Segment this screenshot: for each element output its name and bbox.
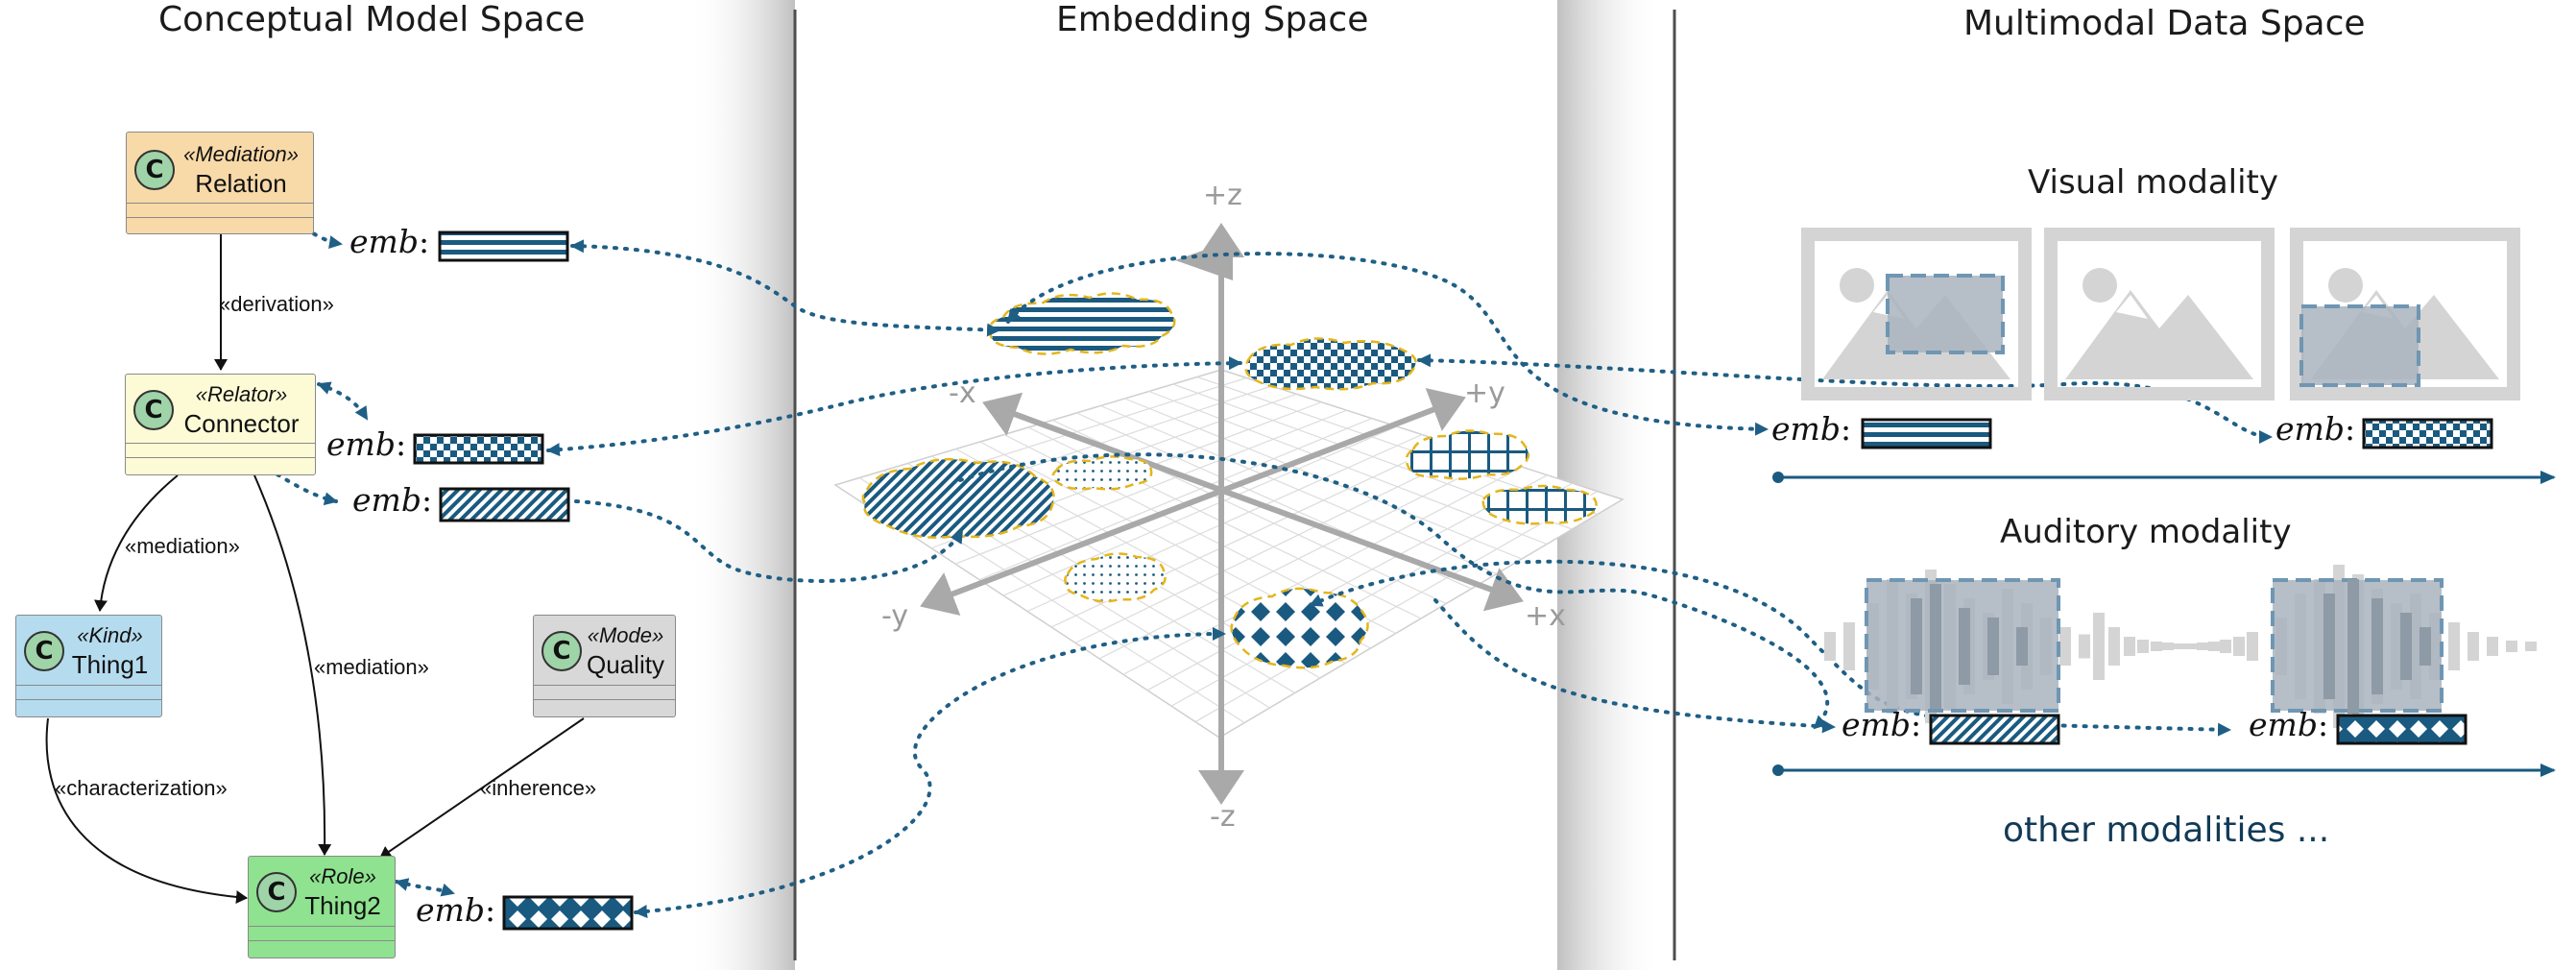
section-title-multimodal: Multimodal Data Space: [1963, 4, 2366, 43]
label-mediation-left: «mediation»: [125, 534, 240, 558]
class-name: Thing1: [71, 650, 149, 679]
modality-other: other modalities ...: [2003, 811, 2330, 850]
class-name: Connector: [183, 409, 300, 438]
visual-media: [1801, 228, 2520, 400]
class-name: Quality: [587, 650, 664, 679]
class-name: Relation: [195, 169, 287, 198]
class-stereotype: «Mediation»: [183, 142, 299, 166]
embedding-links: [257, 216, 2273, 918]
vector-checker-visual: [2362, 418, 2493, 449]
vector-checker-connector: [413, 433, 544, 465]
axis-label-py: +y: [1464, 376, 1505, 410]
cloud-checker: [1244, 337, 1417, 391]
emb-label-audio-2: emb:: [2249, 706, 2329, 743]
vector-diagonal-connector: [439, 487, 570, 522]
class-icon: C: [24, 631, 64, 671]
emb-label-thing2: emb:: [416, 891, 496, 929]
cloud-dots-small: [1051, 455, 1153, 491]
axis-label-nx: -x: [949, 376, 976, 410]
emb-label-audio-1: emb:: [1842, 706, 1922, 743]
class-quality: C «Mode» Quality: [533, 615, 676, 717]
class-icon: C: [542, 631, 582, 671]
class-relation: C «Mediation» Relation: [126, 132, 314, 234]
edge-inherence: [379, 717, 585, 859]
emb-label-connector-2: emb:: [352, 481, 433, 519]
edge-characterization: [45, 717, 248, 905]
embedding-grid: [833, 369, 1625, 739]
embedding-vectors: [413, 230, 2493, 931]
emb-label-relation: emb:: [349, 223, 430, 260]
section-title-conceptual: Conceptual Model Space: [158, 0, 586, 39]
section-title-embedding: Embedding Space: [1056, 0, 1369, 39]
audio-media: [1824, 565, 2537, 728]
axis-label-nz: -z: [1210, 800, 1236, 834]
class-stereotype: «Relator»: [195, 382, 288, 406]
vector-diagonal-audio: [1929, 714, 2060, 745]
emb-label-connector-1: emb:: [326, 425, 407, 463]
edge-mediation-left: [93, 474, 179, 612]
cloud-grid-small: [1481, 484, 1598, 525]
vector-diamond-thing2: [502, 895, 634, 931]
class-stereotype: «Mode»: [587, 623, 664, 647]
axis-label-px: +x: [1525, 599, 1566, 633]
emb-label-visual-2: emb:: [2275, 410, 2356, 448]
vector-stripes-visual: [1861, 418, 1992, 449]
label-derivation: «derivation»: [219, 292, 334, 316]
vector-stripes-relation: [438, 230, 569, 262]
label-mediation-right: «mediation»: [314, 655, 429, 679]
cloud-diagonal: [861, 457, 1055, 539]
class-name: Thing2: [304, 891, 381, 920]
edge-mediation-right: [253, 474, 332, 856]
class-connector: C «Relator» Connector: [125, 374, 316, 475]
vector-diamond-audio: [2336, 714, 2468, 745]
modality-title-visual: Visual modality: [2028, 163, 2278, 202]
class-icon: C: [134, 150, 175, 190]
cloud-dots-lower: [1064, 552, 1167, 603]
label-inherence: «inherence»: [480, 776, 597, 800]
modality-title-auditory: Auditory modality: [2000, 513, 2292, 551]
axis-label-pz: +z: [1203, 179, 1242, 212]
class-icon: C: [133, 390, 174, 430]
cloud-stripes: [988, 292, 1176, 355]
axis-label-ny: -y: [881, 599, 909, 633]
class-icon: C: [256, 872, 297, 912]
class-thing2: C «Role» Thing2: [248, 856, 396, 958]
class-stereotype: «Kind»: [77, 623, 143, 647]
emb-label-visual-1: emb:: [1771, 410, 1852, 448]
class-stereotype: «Role»: [309, 864, 376, 888]
modality-timelines: [1772, 471, 2556, 777]
label-characterization: «characterization»: [55, 776, 228, 800]
class-thing1: C «Kind» Thing1: [15, 615, 162, 717]
